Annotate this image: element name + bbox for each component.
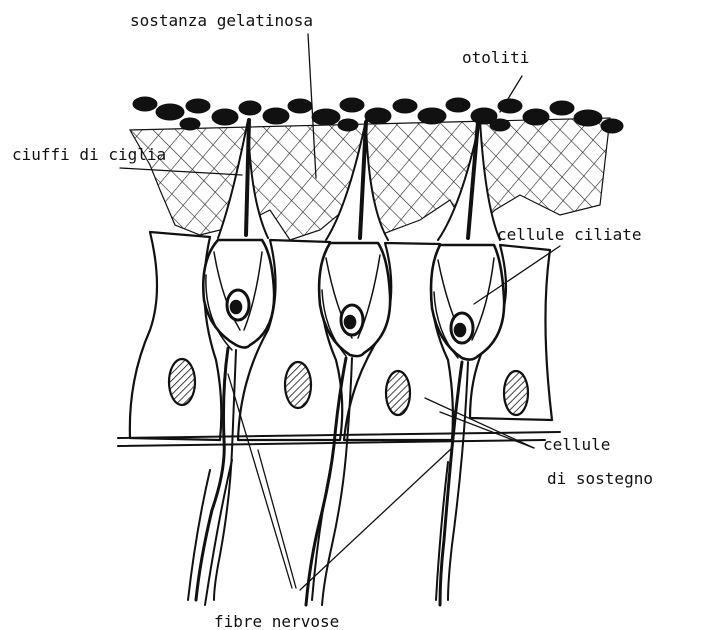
otolith (338, 119, 358, 131)
otolith (180, 118, 200, 130)
otolith (574, 110, 602, 126)
otolith (186, 99, 210, 113)
support-nucleus (169, 359, 195, 405)
label-hair-cells: cellule ciliate (497, 225, 642, 244)
label-otoliths: otoliti (462, 48, 529, 67)
otolith (523, 109, 549, 125)
label-support-cells-line1: cellule (543, 435, 610, 454)
support-nucleus (386, 371, 410, 415)
label-support-cells-line2: di sostegno (547, 469, 653, 488)
leader-line (300, 448, 452, 590)
otolith (498, 99, 522, 113)
otolith (340, 98, 364, 112)
otolith (446, 98, 470, 112)
support-nucleus (504, 371, 528, 415)
otolith (550, 101, 574, 115)
support-nucleus (285, 362, 311, 408)
otolith (133, 97, 157, 111)
otolith (263, 108, 289, 124)
leader-line (258, 450, 296, 588)
hair-cells (203, 240, 504, 360)
otolith (312, 109, 340, 125)
otolith (212, 109, 238, 125)
otolith (490, 119, 510, 131)
label-cilia-tufts: ciuffi di ciglia (12, 145, 166, 164)
label-gelatinous-substance: sostanza gelatinosa (130, 11, 313, 30)
otolith (393, 99, 417, 113)
otolith (418, 108, 446, 124)
otolith (239, 101, 261, 115)
otolith (288, 99, 312, 113)
label-nerve-fibers: fibre nervose (214, 612, 339, 630)
otolith (365, 108, 391, 124)
otolith (156, 104, 184, 120)
otolith (601, 119, 623, 133)
